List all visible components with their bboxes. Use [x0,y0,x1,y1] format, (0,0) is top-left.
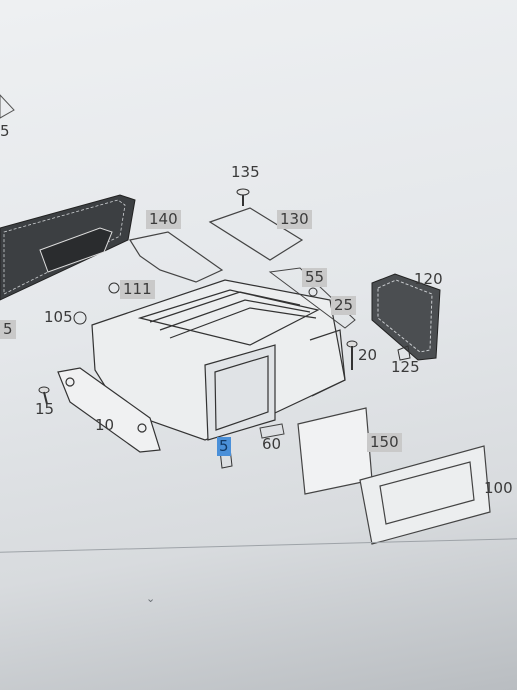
callout-135[interactable]: 135 [231,163,260,181]
gasket-140[interactable] [129,231,224,283]
callout-120[interactable]: 120 [414,270,443,288]
washer-55[interactable] [308,287,318,297]
screw-135[interactable] [236,188,250,206]
right-honeycomb-panel[interactable] [371,273,441,361]
main-housing[interactable] [91,279,346,441]
chevron-down-icon[interactable]: ⌄ [146,592,156,605]
callout-20[interactable]: 20 [358,346,378,364]
clip-125[interactable] [397,345,411,361]
plate-130[interactable] [208,207,304,261]
callout-10[interactable]: 10 [95,416,115,434]
bolt-15[interactable] [38,386,50,405]
bolt-20[interactable] [346,340,358,370]
callout-105[interactable]: 105 [44,308,73,326]
frame-100[interactable] [359,445,491,545]
callout-125[interactable]: 125 [391,358,420,376]
callout-25[interactable]: 25 [331,296,357,315]
bar-25[interactable] [268,267,356,329]
washer-105[interactable] [73,311,87,325]
bracket-10[interactable] [57,367,161,453]
corner-part[interactable] [0,94,15,119]
callout-15[interactable]: 15 [35,400,55,418]
callout-100[interactable]: 100 [484,479,513,497]
callout-111[interactable]: 111 [120,280,155,299]
clip-60[interactable] [259,423,285,439]
callout-60[interactable]: 60 [262,435,282,453]
callout-5-left[interactable]: 5 [0,320,16,339]
callout-140[interactable]: 140 [146,210,181,229]
washer-111[interactable] [108,282,120,294]
callout-5-selected[interactable]: 5 [217,437,231,456]
callout-55[interactable]: 55 [302,268,328,287]
callout-5-top[interactable]: 5 [0,122,10,140]
callout-130[interactable]: 130 [277,210,312,229]
callout-150[interactable]: 150 [367,433,402,452]
left-honeycomb-panel[interactable] [0,194,136,301]
